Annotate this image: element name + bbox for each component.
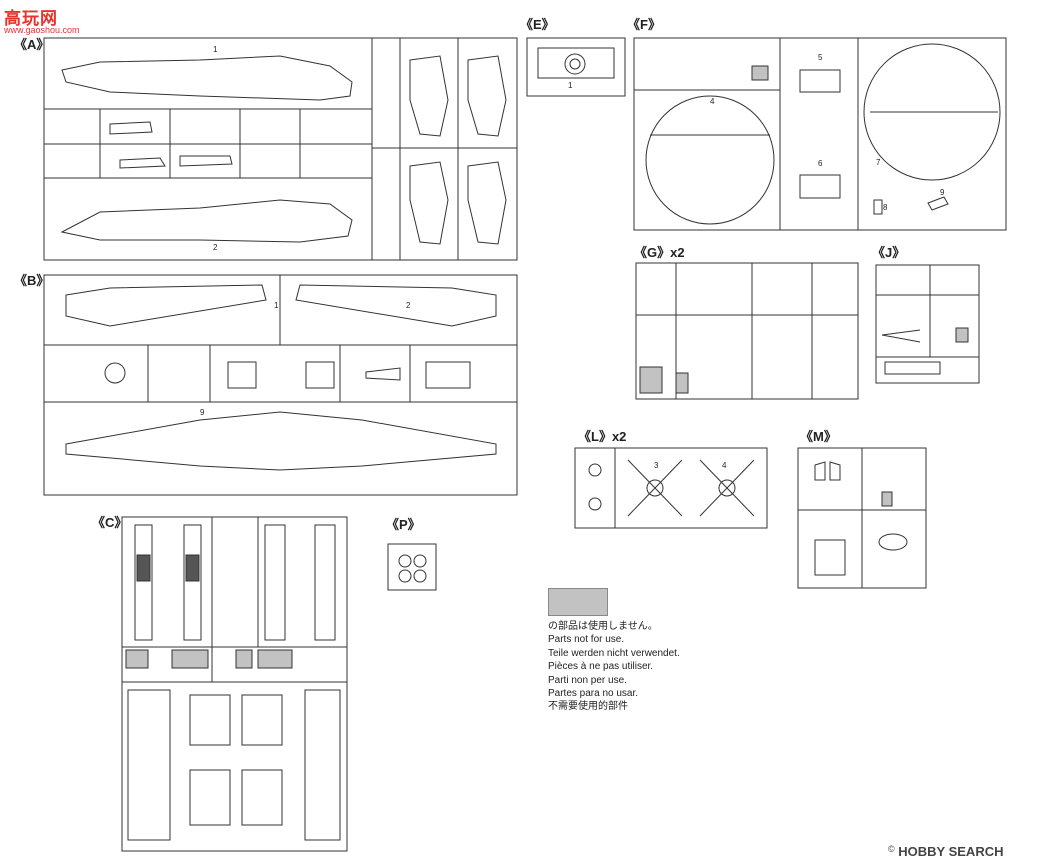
sprue-e-frame: [526, 37, 626, 97]
part-number: 7: [876, 158, 881, 167]
sprue-j-frame: [875, 264, 980, 384]
part-number: 4: [710, 97, 715, 106]
part-number: 1: [568, 81, 573, 90]
sprue-label-e: 《E》: [520, 17, 555, 32]
sprue-l-frame: [574, 447, 768, 529]
sprue-label-a: 《A》: [14, 37, 50, 52]
legend-line-es: Partes para no usar.: [548, 688, 639, 700]
part-number: 1: [274, 301, 279, 310]
part-number: 2: [406, 301, 411, 310]
sprue-a-part-1-fuselage: [61, 55, 353, 101]
sprue-label-m: 《M》: [800, 429, 837, 444]
watermark-hobby-search: © HOBBY SEARCH: [888, 844, 1003, 859]
sprue-b-part-2-wing: [295, 284, 497, 327]
watermark-mark: ©: [888, 844, 895, 854]
sprue-a-part-2-fuselage: [60, 199, 353, 243]
sprue-f-part-7-disc: [863, 43, 1001, 181]
part-number: 2: [213, 243, 218, 252]
sprue-p-frame: [387, 543, 437, 591]
sprue-label-l: 《L》x2: [578, 429, 627, 444]
sprue-f-frame: [633, 37, 1007, 231]
legend-line-jp: の部品は使用しません。: [548, 621, 658, 632]
part-number: 4: [722, 461, 727, 470]
legend-line-de: Teile werden nicht verwendet.: [548, 647, 680, 659]
sprue-a-frame: [43, 37, 518, 261]
watermark-bottom-text: HOBBY SEARCH: [898, 844, 1004, 859]
sprue-label-b: 《B》: [14, 273, 50, 288]
sprue-l-part-4-propeller: [699, 459, 755, 517]
sprue-label-p: 《P》: [386, 517, 421, 532]
part-number: 9: [200, 408, 205, 417]
legend-line-cn: 不需要使用的部件: [548, 701, 628, 713]
sprue-c-frame: [121, 516, 348, 852]
watermark-url: www.gaoshou.com: [4, 25, 80, 35]
sprue-label-j: 《J》: [872, 245, 906, 260]
part-number: 3: [654, 461, 659, 470]
sprue-label-g: 《G》x2: [634, 245, 685, 260]
unused-parts-legend: の部品は使用しません。 Parts not for use. Teile wer…: [548, 620, 680, 714]
sprue-label-c: 《C》: [92, 515, 128, 530]
sprue-b-part-1-wing: [65, 284, 267, 327]
legend-line-it: Parti non per use.: [548, 674, 627, 686]
part-number: 8: [883, 203, 888, 212]
sprue-l-part-3-propeller: [627, 459, 683, 517]
sprue-b-part-9-wing: [65, 411, 497, 471]
unused-parts-swatch: [548, 588, 608, 616]
part-number: 9: [940, 188, 945, 197]
sprue-f-part-4-disc: [645, 95, 775, 225]
part-number: 6: [818, 159, 823, 168]
sprue-g-frame: [635, 262, 859, 400]
part-number: 1: [213, 45, 218, 54]
part-number: 5: [818, 53, 823, 62]
sprue-label-f: 《F》: [627, 17, 661, 32]
legend-line-en: Parts not for use.: [548, 634, 625, 646]
watermark-logo: 高玩网: [4, 9, 58, 28]
legend-line-fr: Pièces à ne pas utiliser.: [548, 661, 654, 673]
